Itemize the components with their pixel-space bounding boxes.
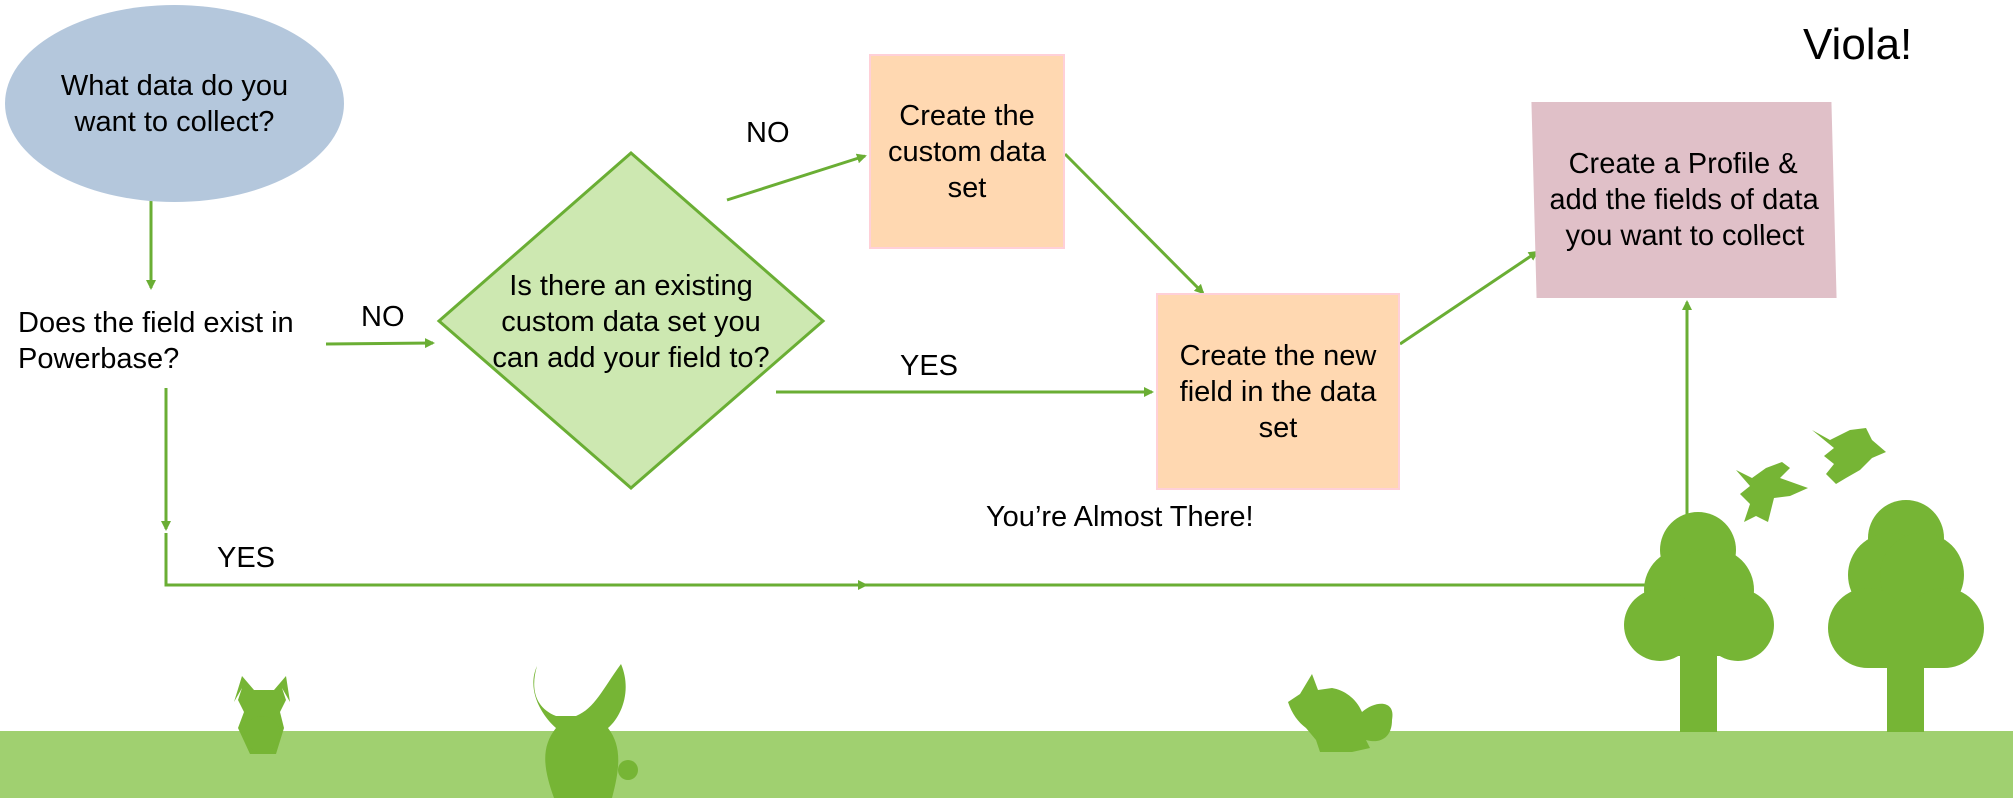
connector-yes-path <box>164 533 1687 587</box>
rabbit-small-icon <box>234 676 290 754</box>
ground-strip <box>0 731 2013 798</box>
edge-label-no-diamond: NO <box>746 117 790 149</box>
field-exists-question: Does the field exist in Powerbase? <box>18 304 316 378</box>
create-custom-set-box: Create the custom data set <box>869 54 1065 249</box>
squirrel-icon <box>1288 674 1393 752</box>
almost-there-note: You’re Almost There! <box>986 501 1254 533</box>
bird-right-icon <box>1812 428 1886 484</box>
edge-label-no-question: NO <box>361 301 405 333</box>
edge-label-yes-question: YES <box>217 542 276 574</box>
edge-label-yes-diamond: YES <box>900 350 959 382</box>
rabbit-large-icon <box>533 664 638 798</box>
start-text: What data do you want to collect? <box>60 69 289 138</box>
arrow-question-to-diamond <box>325 338 435 349</box>
create-profile-text: Create a Profile & add the fields of dat… <box>1548 148 1820 252</box>
create-profile-box: Create a Profile & add the fields of dat… <box>1531 102 1837 298</box>
decision-diamond <box>436 151 826 490</box>
arrow-custom-set-to-new-field <box>1063 152 1205 295</box>
viola-note: Viola! <box>1803 20 1913 69</box>
create-field-text: Create the new field in the data set <box>1179 339 1377 444</box>
field-exists-text: Does the field exist in Powerbase? <box>18 307 294 375</box>
create-field-box: Create the new field in the data set <box>1156 293 1400 490</box>
custom-set-question: Is there an existing custom data set you… <box>477 248 785 396</box>
arrow-diamond-to-custom-set <box>726 153 867 202</box>
tree-left-icon <box>1624 512 1774 732</box>
bird-left-icon <box>1736 462 1808 522</box>
custom-set-question-text: Is there an existing custom data set you… <box>492 270 770 374</box>
tree-right-icon <box>1828 500 1984 732</box>
create-custom-set-text: Create the custom data set <box>888 99 1046 204</box>
arrow-new-field-to-profile <box>1399 250 1539 346</box>
start-ellipse: What data do you want to collect? <box>5 5 344 202</box>
